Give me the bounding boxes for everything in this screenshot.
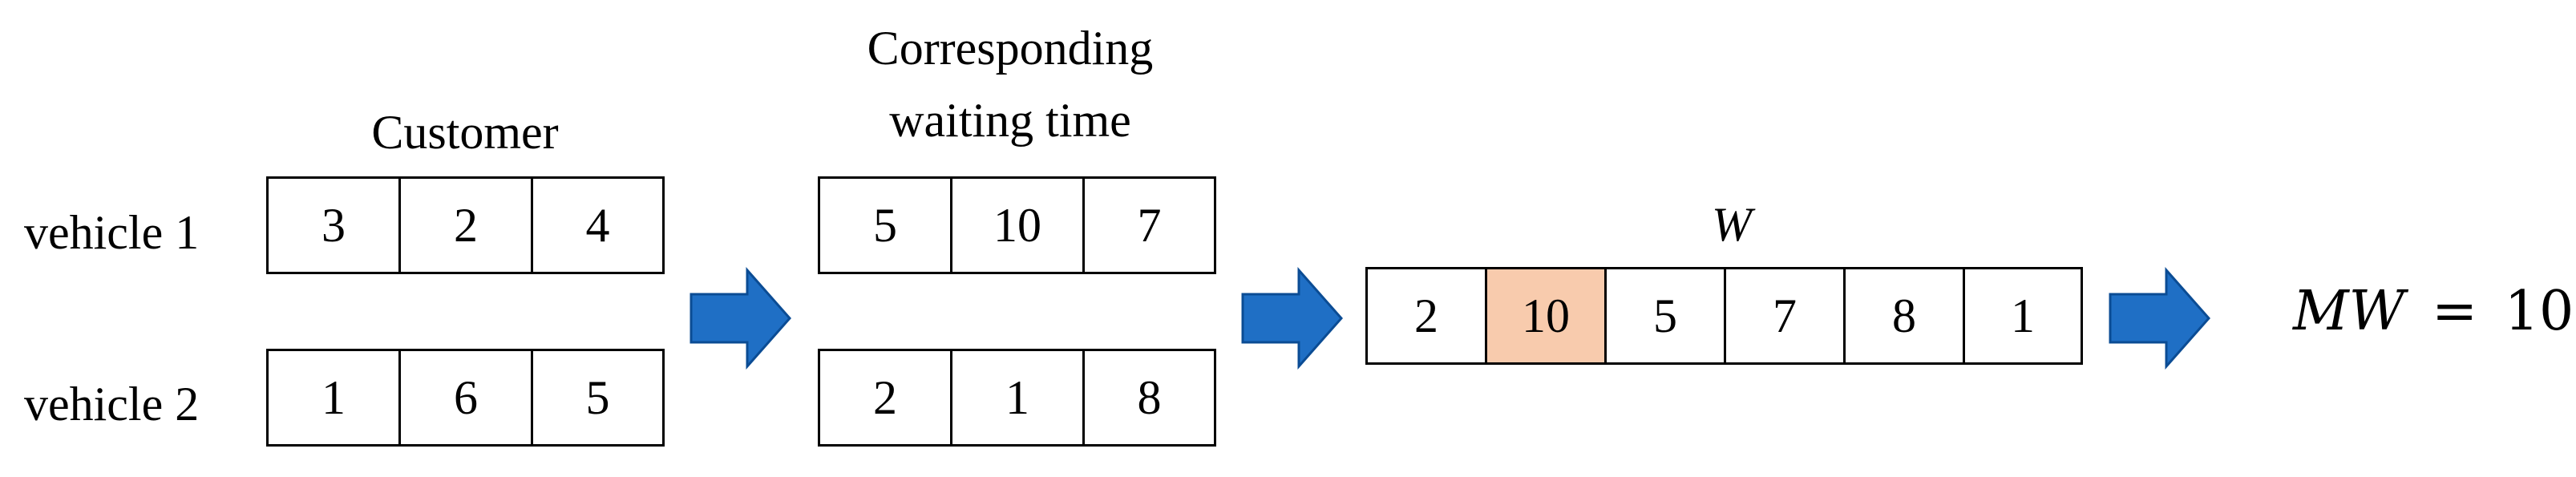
vehicle-1-waiting-row: 5 10 7 <box>818 176 1216 274</box>
waiting-cell: 1 <box>952 351 1085 444</box>
waiting-time-header-line2: waiting time <box>889 94 1131 147</box>
w-cell: 5 <box>1607 269 1726 362</box>
customer-cell: 4 <box>585 198 610 252</box>
w-cell: 8 <box>1846 269 1965 362</box>
customer-header: Customer <box>371 106 559 159</box>
customer-cell: 2 <box>401 179 533 272</box>
vehicle-2-label: vehicle 2 <box>24 378 200 431</box>
result-lhs: MW <box>2293 280 2405 343</box>
customer-cell: 5 <box>585 370 610 424</box>
vehicle-2-waiting-row: 2 1 8 <box>818 349 1216 447</box>
customer-cell: 1 <box>269 351 401 444</box>
w-cell-highlighted: 10 <box>1487 269 1607 362</box>
waiting-cell: 8 <box>1137 370 1162 424</box>
waiting-cell: 7 <box>1137 198 1162 252</box>
vehicle-1-label: vehicle 1 <box>24 206 200 259</box>
result-equation: MW = 10 <box>2293 285 2574 339</box>
right-arrow-icon <box>689 267 792 370</box>
w-label: W <box>1712 198 1752 251</box>
waiting-cell: 2 <box>820 351 952 444</box>
result-rhs: 10 <box>2504 280 2574 343</box>
waiting-cell: 5 <box>820 179 952 272</box>
right-arrow-icon <box>1241 267 1344 370</box>
right-arrow-icon <box>2109 267 2211 370</box>
vehicle-1-customer-row: 3 2 4 <box>266 176 665 274</box>
vehicle-2-customer-row: 1 6 5 <box>266 349 665 447</box>
w-cell: 1 <box>2011 289 2035 342</box>
waiting-cell: 10 <box>952 179 1085 272</box>
customer-cell: 3 <box>269 179 401 272</box>
w-row: 2 10 5 7 8 1 <box>1365 267 2083 365</box>
w-cell: 2 <box>1368 269 1487 362</box>
customer-cell: 6 <box>401 351 533 444</box>
w-cell: 7 <box>1726 269 1846 362</box>
waiting-time-header-line1: Corresponding <box>867 22 1154 75</box>
result-eq: = <box>2432 280 2478 343</box>
